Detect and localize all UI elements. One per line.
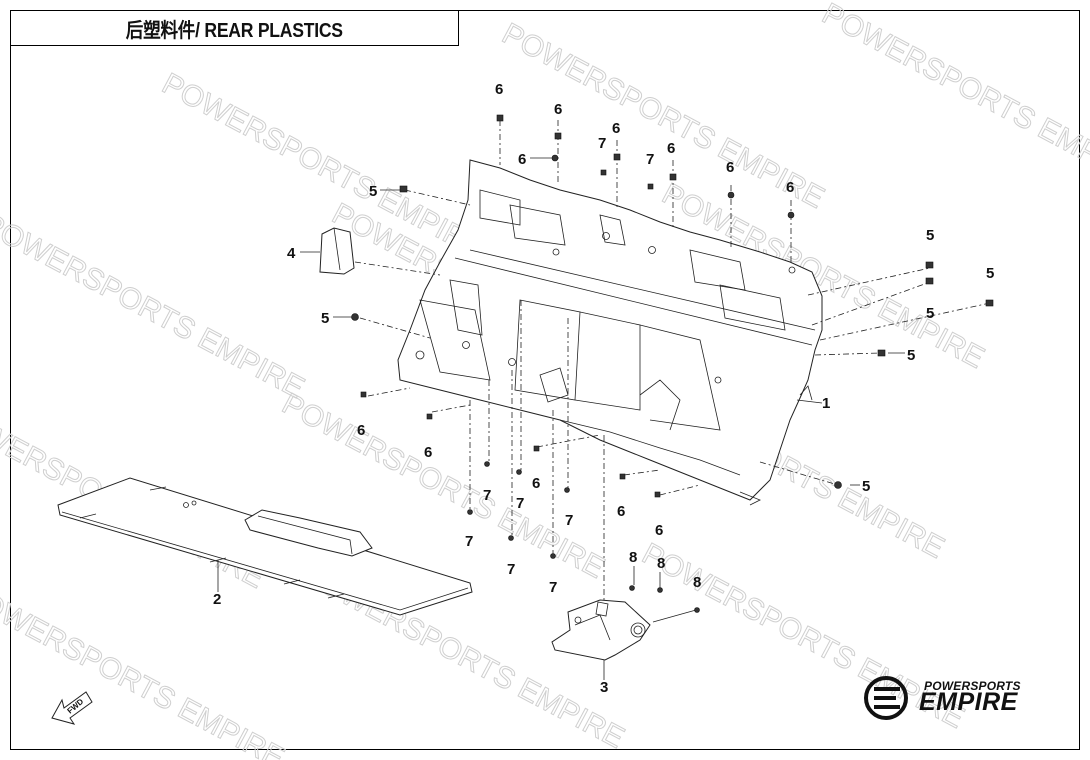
callout-7: 7 [598, 135, 606, 152]
callout-6: 6 [726, 159, 734, 176]
watermark-text: POWERSPORTS EMPIRE [0, 577, 290, 760]
callout-6: 6 [554, 101, 562, 118]
callout-7: 7 [516, 495, 524, 512]
callout-5: 5 [907, 347, 915, 364]
callout-5: 5 [926, 305, 934, 322]
title-box: 后塑料件/ REAR PLASTICS [10, 10, 459, 46]
bracket-part-3 [551, 599, 651, 661]
callout-7: 7 [646, 151, 654, 168]
callout-8: 8 [657, 555, 665, 572]
callout-7: 7 [549, 579, 557, 596]
callout-1: 1 [822, 395, 830, 412]
callout-5: 5 [321, 310, 329, 327]
floor-panel-part-2 [57, 477, 473, 616]
callout-5: 5 [926, 227, 934, 244]
drawing-frame [10, 10, 1080, 750]
watermark-text: POWERSPORTS EMPIRE [0, 207, 310, 405]
callout-6: 6 [357, 422, 365, 439]
callout-7: 7 [465, 533, 473, 550]
leader-lines [217, 120, 991, 680]
callout-5: 5 [862, 478, 870, 495]
callout-labels: 1 2 3 4 5 5 5 5 5 5 5 6 6 6 6 6 6 6 6 6 … [213, 81, 994, 696]
callout-8: 8 [693, 574, 701, 591]
brand-name: EMPIRE [919, 688, 1018, 716]
callout-7: 7 [565, 512, 573, 529]
callout-8: 8 [629, 549, 637, 566]
callout-2: 2 [213, 591, 221, 608]
callout-7: 7 [507, 561, 515, 578]
callout-6: 6 [424, 444, 432, 461]
fasteners [351, 114, 994, 613]
callout-6: 6 [786, 179, 794, 196]
callout-6: 6 [612, 120, 620, 137]
callout-5: 5 [369, 183, 377, 200]
callout-6: 6 [655, 522, 663, 539]
fwd-arrow-icon: FWD [51, 691, 93, 725]
callout-3: 3 [600, 679, 608, 696]
watermark-text: POWERSPORTS EMPIRE [817, 0, 1090, 195]
callout-7: 7 [483, 487, 491, 504]
callout-6: 6 [617, 503, 625, 520]
brand-logo-icon [864, 676, 908, 720]
brand-subtitle: POWERSPORTS [924, 679, 1021, 693]
side-cover-part-4 [319, 227, 355, 275]
callout-6: 6 [518, 151, 526, 168]
callout-4: 4 [287, 245, 296, 262]
callout-6: 6 [532, 475, 540, 492]
callout-5: 5 [986, 265, 994, 282]
rear-panel-part-1 [397, 159, 823, 506]
page-title: 后塑料件/ REAR PLASTICS [126, 19, 343, 42]
callout-6: 6 [667, 140, 675, 157]
callout-6: 6 [495, 81, 503, 98]
